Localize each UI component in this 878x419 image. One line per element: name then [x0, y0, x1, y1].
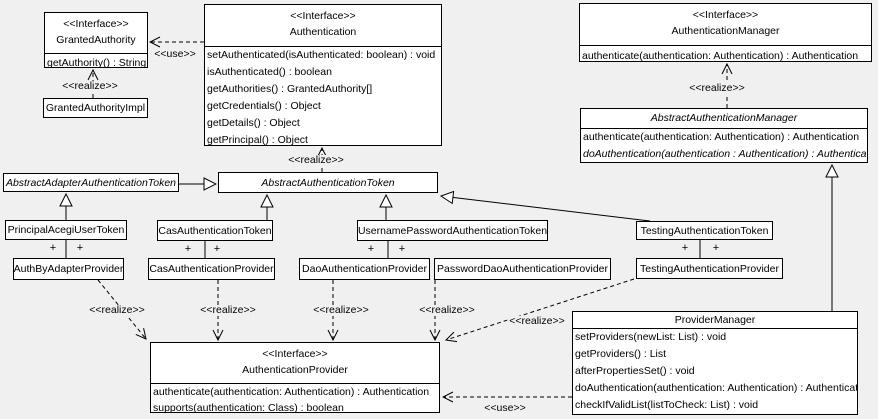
association-end-plus: +: [49, 242, 57, 254]
class-granted-authority-impl: GrantedAuthorityImpl: [43, 98, 148, 118]
stereotype: <<Interface>>: [63, 18, 129, 30]
class-name: AbstractAuthenticationToken: [261, 176, 395, 189]
class-name: CasAuthenticationToken: [158, 224, 272, 237]
class-header: <<Interface>> GrantedAuthority: [45, 13, 147, 53]
class-authentication-provider: <<Interface>> AuthenticationProvider aut…: [150, 342, 440, 413]
class-testing-authentication-provider: TestingAuthenticationProvider: [636, 258, 783, 279]
edge-label-realize: <<realize>>: [507, 315, 567, 327]
method: getProviders() : List: [575, 348, 667, 361]
association-end-plus: +: [367, 243, 375, 255]
class-principal-acegi-user-token: PrincipalAcegiUserToken: [5, 220, 127, 240]
edge-label-realize: <<realize>>: [87, 304, 147, 316]
methods-compartment: getAuthority() : String: [45, 53, 147, 68]
method: authenticate(authentication: Authenticat…: [153, 386, 430, 398]
class-name: DaoAuthenticationProvider: [302, 263, 427, 275]
class-testing-authentication-token: TestingAuthenticationToken: [636, 221, 773, 240]
method: authenticate(authentication: Authenticat…: [583, 131, 860, 143]
class-name: AbstractAuthenticationManager: [650, 112, 798, 124]
class-abstract-adapter-authentication-token: AbstractAdapterAuthenticationToken: [3, 173, 179, 192]
class-password-dao-authentication-provider: PasswordDaoAuthenticationProvider: [434, 258, 611, 280]
methods-compartment: setAuthenticated(isAuthenticated: boolea…: [205, 46, 441, 146]
class-name: TestingAuthenticationProvider: [640, 262, 779, 275]
class-authentication: <<Interface>> Authentication setAuthenti…: [204, 4, 442, 146]
class-dao-authentication-provider: DaoAuthenticationProvider: [299, 258, 430, 280]
class-name: TestingAuthenticationToken: [640, 224, 769, 237]
method: checkIfValidList(listToCheck: List) : vo…: [575, 399, 759, 412]
class-name: PasswordDaoAuthenticationProvider: [436, 263, 608, 275]
class-name: GrantedAuthority: [56, 34, 136, 46]
class-provider-manager: ProviderManager setProviders(newList: Li…: [572, 311, 858, 415]
edge-label-realize: <<realize>>: [687, 82, 747, 94]
association-end-plus: +: [213, 243, 221, 255]
method: getAuthorities() : GrantedAuthority[]: [207, 83, 373, 96]
methods-compartment: authenticate(authentication: Authenticat…: [581, 128, 867, 162]
edge-label-realize: <<realize>>: [198, 304, 258, 316]
methods-compartment: authenticate(authentication: Authenticat…: [151, 383, 439, 413]
class-name: GrantedAuthorityImpl: [45, 102, 146, 114]
class-authentication-manager: <<Interface>> AuthenticationManager auth…: [579, 3, 872, 62]
method: doAuthentication(authentication: Authent…: [575, 382, 857, 395]
class-granted-authority: <<Interface>> GrantedAuthority getAuthor…: [44, 12, 148, 68]
class-cas-authentication-token: CasAuthenticationToken: [157, 220, 273, 241]
method: getPrincipal() : Object: [207, 134, 308, 146]
class-name: Authentication: [289, 26, 357, 38]
edge-label-use: <<use>>: [482, 402, 528, 414]
class-cas-authentication-provider: CasAuthenticationProvider: [148, 258, 275, 280]
class-abstract-authentication-manager: AbstractAuthenticationManager authentica…: [580, 108, 868, 163]
method: getDetails() : Object: [207, 117, 300, 130]
method: doAuthentication(authentication : Authen…: [583, 148, 867, 161]
method: setProviders(newList: List) : void: [575, 331, 727, 343]
class-header: <<Interface>> Authentication: [205, 5, 441, 46]
association-end-plus: +: [76, 242, 84, 254]
association-end-plus: +: [184, 243, 192, 255]
methods-compartment: authenticate(authentication: Authenticat…: [580, 45, 871, 62]
class-name: AuthenticationManager: [671, 25, 780, 37]
class-name: ProviderManager: [674, 314, 756, 326]
edge-label-realize: <<realize>>: [60, 80, 120, 92]
method: setAuthenticated(isAuthenticated: boolea…: [207, 49, 436, 61]
method: authenticate(authentication: Authenticat…: [582, 50, 859, 62]
class-username-password-authentication-token: UsernamePasswordAuthenticationToken: [357, 220, 548, 241]
association-end-plus: +: [398, 243, 406, 255]
class-name: AbstractAdapterAuthenticationToken: [5, 176, 177, 189]
class-name: CasAuthenticationProvider: [149, 263, 274, 275]
method: getAuthority() : String: [47, 57, 147, 68]
association-end-plus: +: [681, 242, 689, 254]
association-end-plus: +: [712, 242, 720, 254]
method: supports(authentication: Class) : boolea…: [153, 402, 344, 413]
edge-label-realize: <<realize>>: [417, 304, 477, 316]
method: afterPropertiesSet() : void: [575, 365, 695, 378]
stereotype: <<Interface>>: [290, 10, 356, 22]
realize-testing-provider-to-authentication-provider: [446, 278, 635, 340]
edge-label-realize: <<realize>>: [311, 304, 371, 316]
method: isAuthenticated() : boolean: [207, 66, 332, 79]
class-name: PrincipalAcegiUserToken: [7, 224, 125, 236]
class-abstract-authentication-token: AbstractAuthenticationToken: [218, 172, 438, 193]
class-name: AuthenticationProvider: [242, 364, 348, 376]
gen-testing-token-to-abstract-token: [441, 196, 651, 222]
class-name: AuthByAdapterProvider: [13, 263, 124, 275]
stereotype: <<Interface>>: [692, 9, 759, 21]
class-header: <<Interface>> AuthenticationManager: [580, 4, 871, 45]
class-header: <<Interface>> AuthenticationProvider: [151, 343, 439, 383]
method: getCredentials() : Object: [207, 100, 321, 113]
class-name: UsernamePasswordAuthenticationToken: [357, 224, 548, 237]
stereotype: <<Interface>>: [262, 348, 328, 360]
edge-label-use: <<use>>: [152, 48, 198, 60]
methods-compartment: setProviders(newList: List) : void getPr…: [573, 328, 857, 414]
class-auth-by-adapter-provider: AuthByAdapterProvider: [13, 258, 124, 280]
edge-label-realize: <<realize>>: [286, 154, 346, 166]
